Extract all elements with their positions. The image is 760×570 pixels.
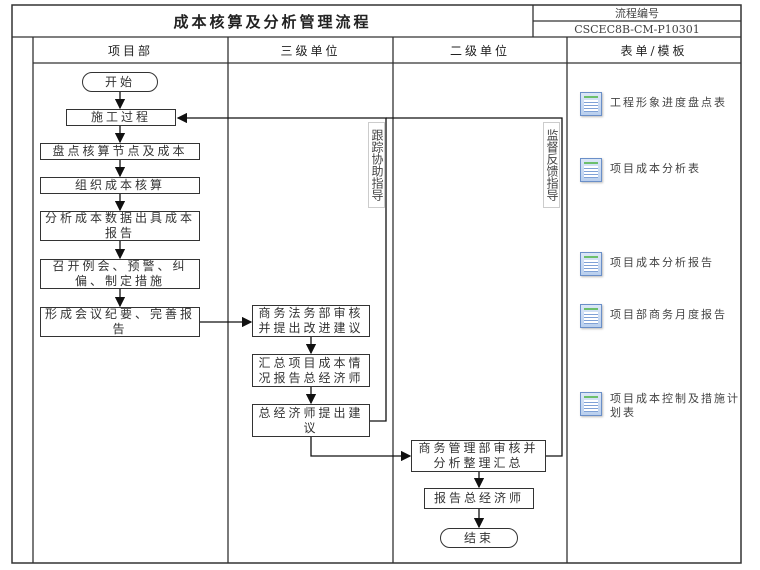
feedback-label-tier2: 监督反馈指导 <box>543 122 560 208</box>
node-mgmt-review: 商务管理部审核并分析整理汇总 <box>411 440 546 472</box>
form-label: 项目部商务月度报告 <box>610 308 727 321</box>
form-label: 项目成本控制及措施计划表 <box>610 392 740 419</box>
node-organize: 组织成本核算 <box>40 177 200 194</box>
spreadsheet-icon <box>580 392 602 416</box>
node-legal-review: 商务法务部审核并提出改进建议 <box>252 305 370 337</box>
spreadsheet-icon <box>580 92 602 116</box>
node-meeting: 召开例会、预警、纠偏、制定措施 <box>40 259 200 289</box>
form-item[interactable]: 项目成本分析报告 <box>580 252 740 276</box>
lane-header-tier3: 三级单位 <box>280 43 341 58</box>
code-label: 流程编号 <box>615 7 659 20</box>
form-item[interactable]: 工程形象进度盘点表 <box>580 92 740 116</box>
form-label: 工程形象进度盘点表 <box>610 96 727 109</box>
node-economist: 总经济师提出建议 <box>252 404 370 437</box>
form-item[interactable]: 项目部商务月度报告 <box>580 304 740 328</box>
form-label: 项目成本分析表 <box>610 162 701 175</box>
node-analyze: 分析成本数据出具成本报告 <box>40 211 200 241</box>
form-item[interactable]: 项目成本分析表 <box>580 158 740 182</box>
end-node: 结束 <box>440 528 518 548</box>
lane-header-forms: 表单/模板 <box>620 43 688 58</box>
spreadsheet-icon <box>580 304 602 328</box>
node-report: 报告总经济师 <box>424 488 534 509</box>
spreadsheet-icon <box>580 252 602 276</box>
lane-header-tier2: 二级单位 <box>449 43 510 58</box>
start-node: 开始 <box>82 72 158 92</box>
code-value: CSCEC8B-CM-P10301 <box>574 22 700 36</box>
node-inventory: 盘点核算节点及成本 <box>40 143 200 160</box>
node-minutes: 形成会议纪要、完善报告 <box>40 307 200 337</box>
form-label: 项目成本分析报告 <box>610 256 714 269</box>
form-item[interactable]: 项目成本控制及措施计划表 <box>580 392 740 420</box>
feedback-label-tier3: 跟踪协助指导 <box>368 122 385 208</box>
spreadsheet-icon <box>580 158 602 182</box>
lane-header-project: 项目部 <box>107 43 153 58</box>
node-summary: 汇总项目成本情况报告总经济师 <box>252 354 370 387</box>
node-construction: 施工过程 <box>66 109 176 126</box>
page-title: 成本核算及分析管理流程 <box>173 12 372 31</box>
